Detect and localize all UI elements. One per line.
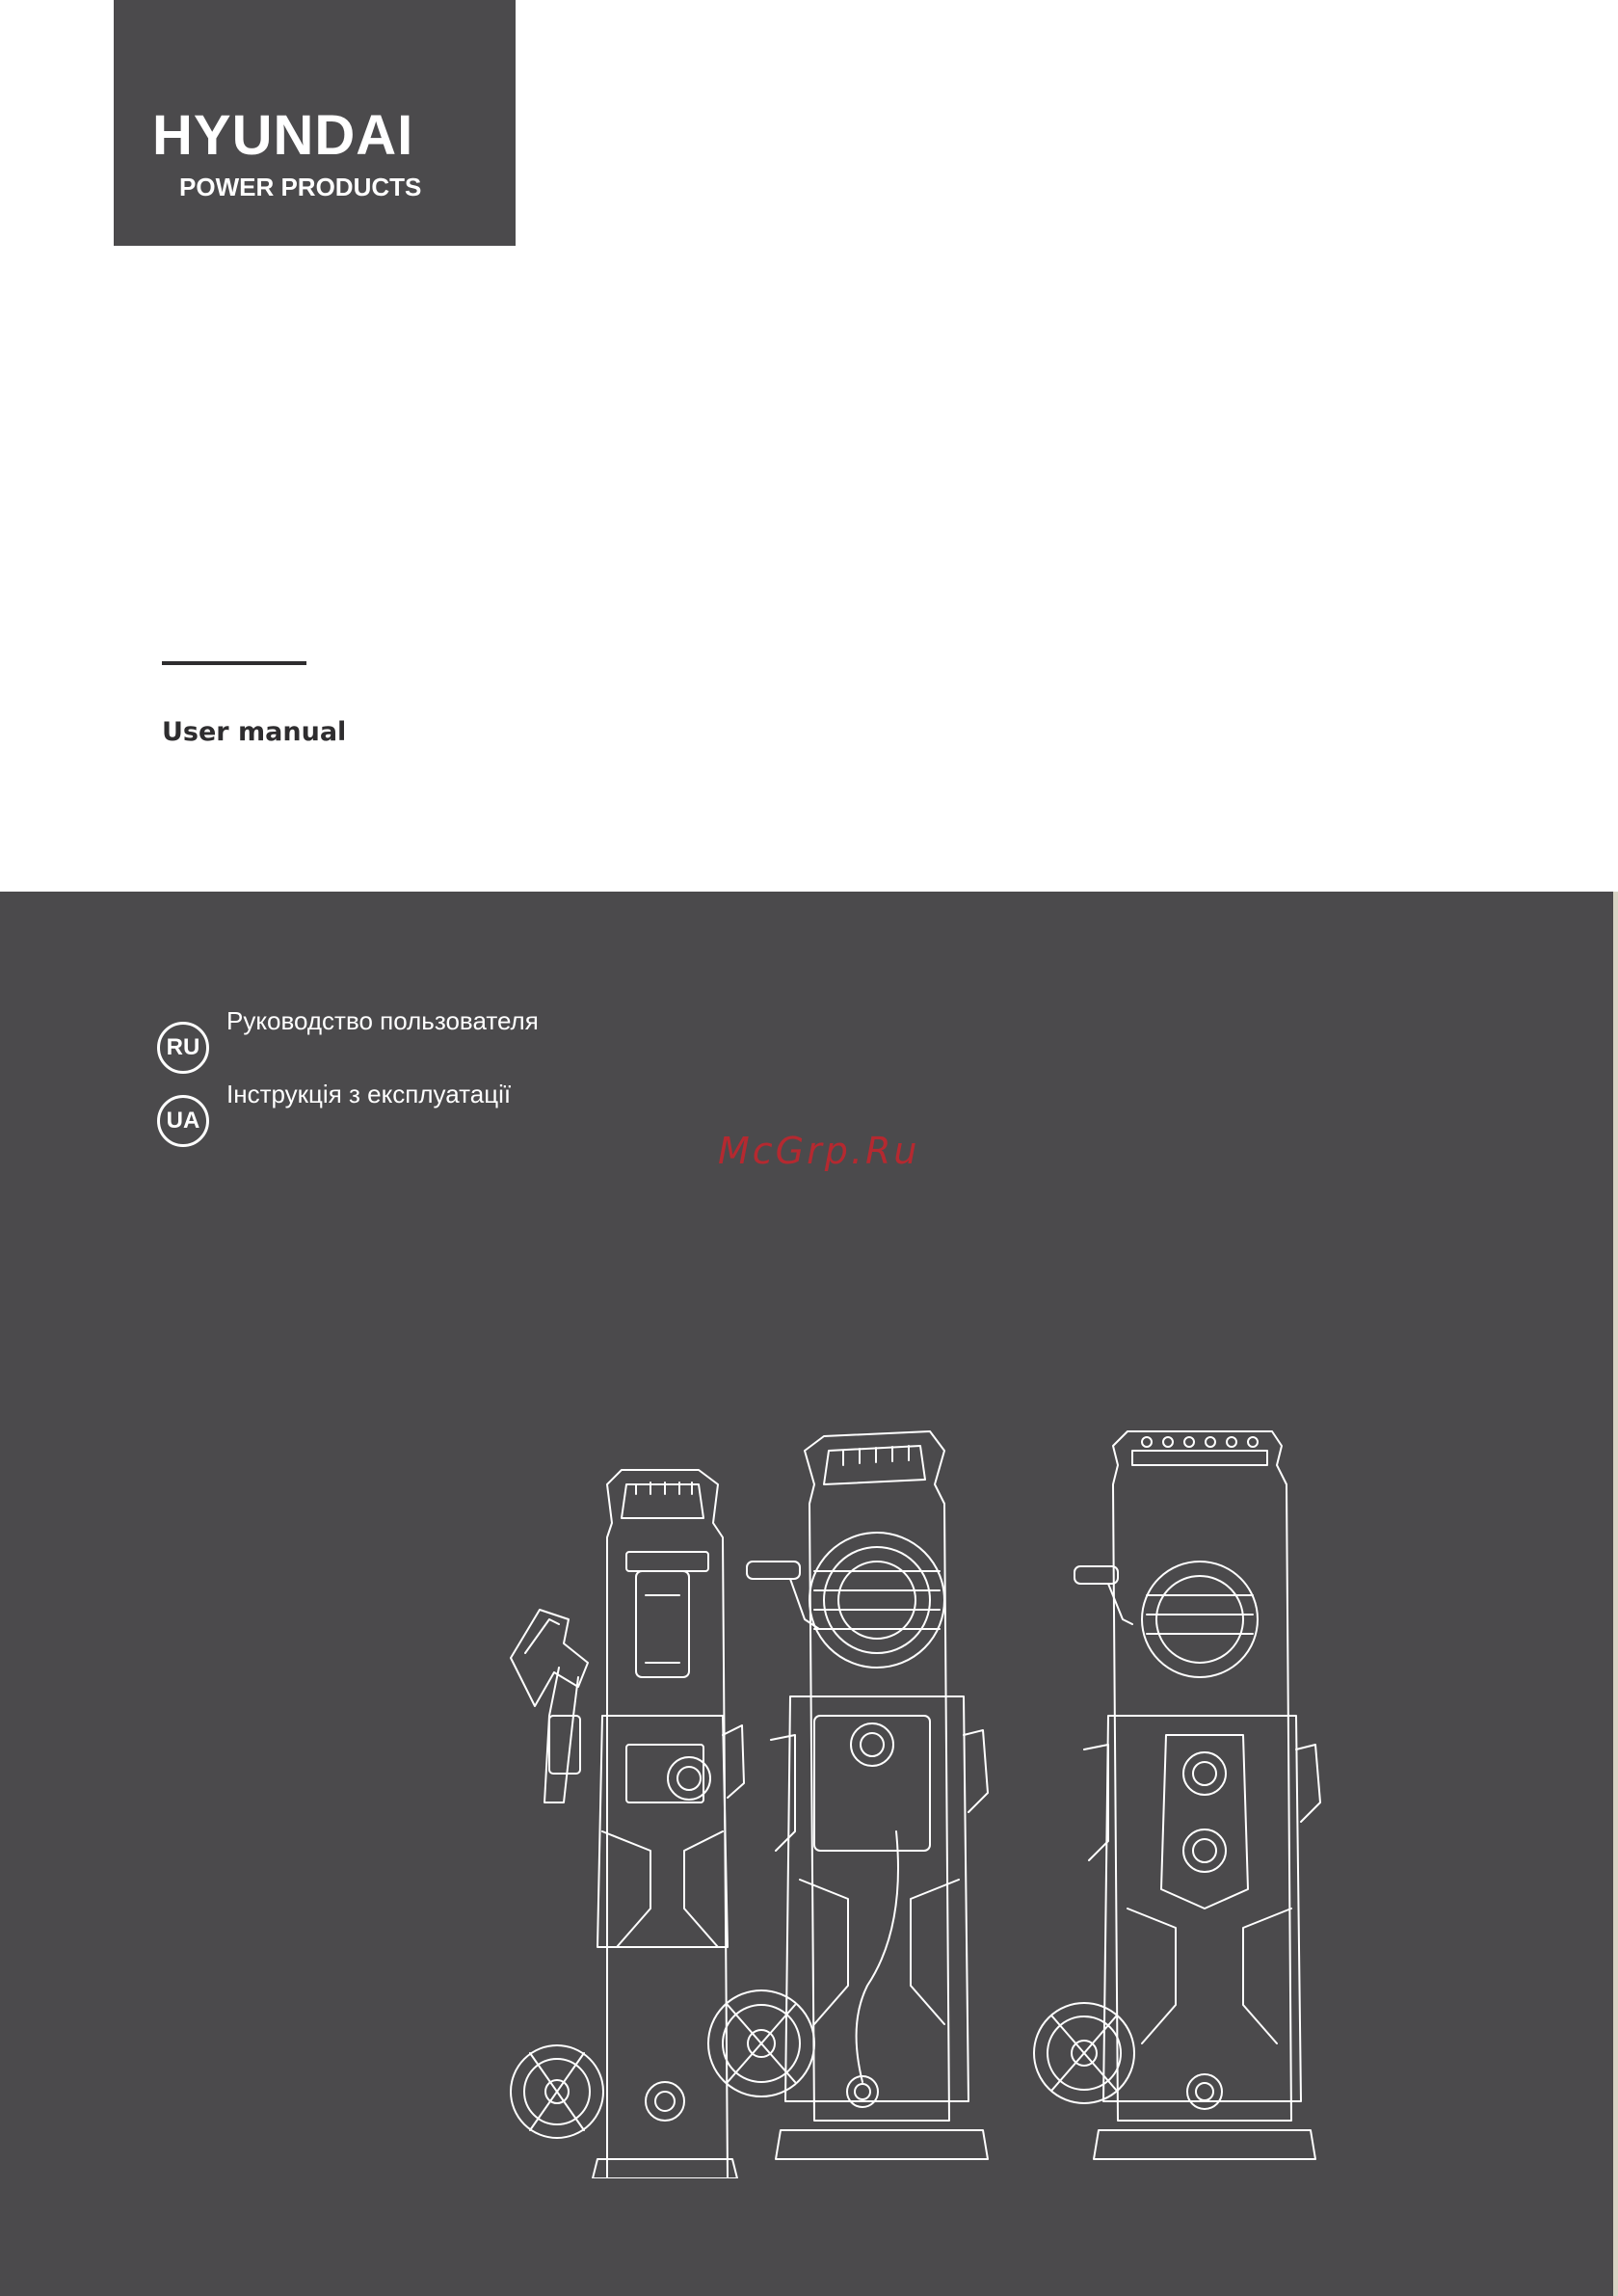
- document-title: User manual: [162, 719, 346, 745]
- pressure-washer-1: [511, 1470, 744, 2178]
- language-badge-ru: RU: [157, 1022, 209, 1074]
- page-edge: [1613, 892, 1618, 2296]
- language-badge-ua: UA: [157, 1095, 209, 1147]
- title-divider: [162, 661, 306, 665]
- watermark: McGrp.Ru: [718, 1130, 919, 1172]
- logo-division: POWER PRODUCTS: [179, 174, 421, 200]
- pressure-washer-3: [1034, 1431, 1320, 2159]
- language-item-ua: UA Інструкція з експлуатації: [157, 1081, 511, 1147]
- brand-logo: HYUNDAI POWER PRODUCTS: [114, 0, 516, 246]
- pressure-washers-illustration: [482, 1427, 1513, 2178]
- language-label-ua: Інструкція з експлуатації: [226, 1081, 511, 1107]
- pressure-washer-2: [708, 1431, 988, 2159]
- language-label-ru: Руководство пользователя: [226, 1008, 539, 1033]
- language-item-ru: RU Руководство пользователя: [157, 1008, 539, 1074]
- logo-brand-name: HYUNDAI: [152, 108, 413, 164]
